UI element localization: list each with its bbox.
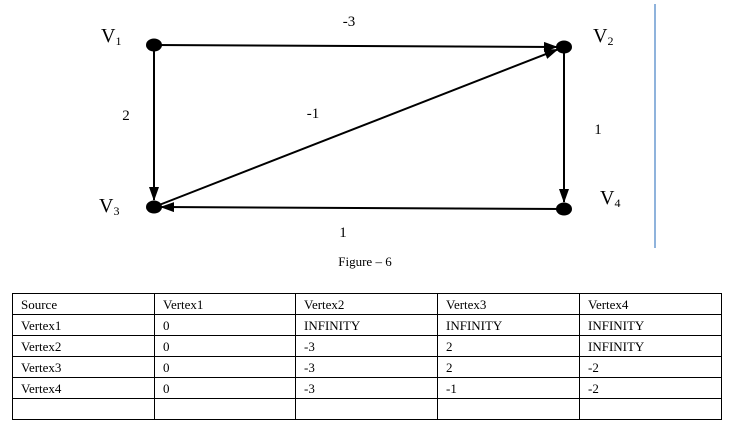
table-cell: 2	[437, 335, 580, 357]
table-cell: Vertex4	[12, 377, 155, 399]
edge-labels-layer: -3 2 -1 1 1	[122, 14, 602, 241]
table-cell: Vertex3	[12, 356, 155, 378]
header-cell: Vertex4	[579, 293, 722, 315]
table-cell: INFINITY	[579, 314, 722, 336]
edge-weight-label: -3	[343, 14, 356, 30]
node-v2-dot	[556, 40, 572, 54]
node-v4-dot	[556, 202, 572, 216]
node-v4-label: V4	[600, 187, 620, 210]
table-row: Vertex4 0 -3 -1 -2	[12, 377, 722, 399]
edge-weight-label: 2	[122, 108, 130, 124]
table-cell: 0	[154, 314, 296, 336]
table-cell: -3	[295, 377, 438, 399]
table-cell: 0	[154, 356, 296, 378]
table-cell: INFINITY	[295, 314, 438, 336]
table-row	[12, 398, 722, 420]
table-row: Vertex1 0 INFINITY INFINITY INFINITY	[12, 314, 722, 336]
table-cell: INFINITY	[437, 314, 580, 336]
edge-v4-v3-arrow	[159, 202, 565, 213]
table-header-row: Source Vertex1 Vertex2 Vertex3 Vertex4	[12, 293, 722, 315]
edge-v3-v2-arrow	[153, 48, 559, 208]
table-cell	[295, 398, 438, 420]
table-row: Vertex3 0 -3 2 -2	[12, 356, 722, 378]
node-v2-label: V2	[593, 25, 613, 48]
edges-layer	[149, 41, 569, 213]
edge-v1-v2-arrow	[153, 41, 559, 52]
header-cell: Vertex1	[154, 293, 296, 315]
table-cell: 0	[154, 377, 296, 399]
table-cell: 2	[437, 356, 580, 378]
node-v3-label: V3	[99, 195, 119, 218]
nodes-layer	[146, 38, 572, 216]
edge-weight-label: -1	[307, 106, 320, 122]
table-cell: -2	[579, 377, 722, 399]
table-cell: -1	[437, 377, 580, 399]
table-cell: -3	[295, 335, 438, 357]
table-cell: INFINITY	[579, 335, 722, 357]
table-row: Vertex2 0 -3 2 INFINITY	[12, 335, 722, 357]
edge-weight-label: 1	[594, 122, 602, 138]
header-cell: Vertex3	[437, 293, 580, 315]
node-v1-label: V1	[101, 25, 121, 48]
table-cell	[437, 398, 580, 420]
figure-caption: Figure – 6	[338, 254, 392, 269]
table-cell	[579, 398, 722, 420]
header-cell: Source	[12, 293, 155, 315]
edge-weight-label: 1	[339, 225, 347, 241]
table-cell	[154, 398, 296, 420]
table-cell	[12, 398, 155, 420]
table-cell: 0	[154, 335, 296, 357]
table-cell: -3	[295, 356, 438, 378]
header-cell: Vertex2	[295, 293, 438, 315]
distance-table: Source Vertex1 Vertex2 Vertex3 Vertex4 V…	[12, 293, 722, 420]
node-v3-dot	[146, 200, 162, 214]
node-v1-dot	[146, 38, 162, 52]
table-cell: Vertex2	[12, 335, 155, 357]
table-cell: Vertex1	[12, 314, 155, 336]
table-cell: -2	[579, 356, 722, 378]
